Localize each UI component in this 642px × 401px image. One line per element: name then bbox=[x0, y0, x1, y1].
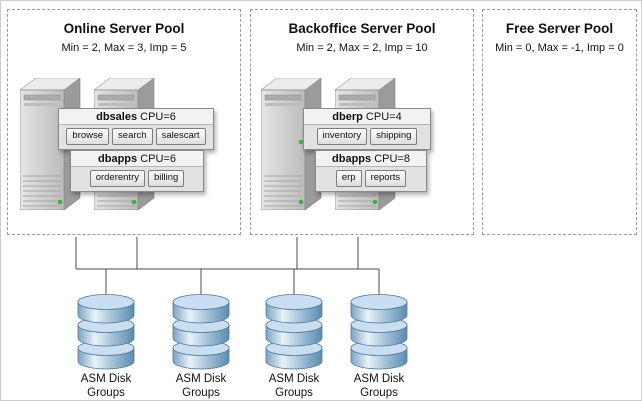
app-chip: browse bbox=[66, 128, 110, 145]
service-card-dbapps: dbapps CPU=8 erp reports bbox=[315, 150, 427, 192]
service-header: dbapps CPU=8 bbox=[316, 151, 426, 166]
app-chip: search bbox=[112, 128, 153, 145]
server-pool-free: Free Server Pool Min = 0, Max = -1, Imp … bbox=[482, 9, 637, 235]
service-header: dbsales CPU=6 bbox=[59, 109, 213, 124]
service-card-dbsales: dbsales CPU=6 browse search salescart bbox=[58, 108, 214, 150]
service-name: dberp bbox=[332, 111, 363, 123]
app-chip: erp bbox=[335, 170, 362, 187]
service-cpu: CPU=6 bbox=[140, 153, 176, 165]
disk-group-icon bbox=[265, 294, 323, 377]
connector-lines bbox=[75, 237, 380, 296]
disk-group-icon bbox=[77, 294, 135, 377]
service-cpu: CPU=4 bbox=[365, 111, 402, 123]
service-cpu: CPU=8 bbox=[374, 153, 410, 165]
disk-group-label: ASM Disk Groups bbox=[353, 373, 405, 399]
service-apps: erp reports bbox=[316, 166, 426, 191]
disk-group-label: ASM Disk Groups bbox=[175, 373, 227, 399]
pool-constraints: Min = 2, Max = 3, Imp = 5 bbox=[61, 42, 187, 54]
pool-title: Free Server Pool bbox=[505, 21, 614, 36]
service-header: dbapps CPU=6 bbox=[71, 151, 203, 166]
service-name: dbapps bbox=[98, 153, 138, 165]
app-chip: inventory bbox=[316, 128, 368, 145]
pool-constraints: Min = 2, Max = 2, Imp = 10 bbox=[296, 42, 428, 54]
service-name: dbsales bbox=[96, 111, 138, 123]
app-chip: billing bbox=[148, 170, 185, 187]
app-chip: reports bbox=[364, 170, 407, 187]
disk-group-label: ASM Disk Groups bbox=[268, 373, 320, 399]
service-apps: browse search salescart bbox=[59, 124, 213, 149]
pool-title: Backoffice Server Pool bbox=[288, 21, 436, 36]
disk-group-icon bbox=[172, 294, 230, 377]
server-pool-online: Online Server Pool Min = 2, Max = 3, Imp… bbox=[7, 9, 241, 235]
app-chip: shipping bbox=[370, 128, 418, 145]
disk-group-label: ASM Disk Groups bbox=[80, 373, 132, 399]
service-apps: orderentry billing bbox=[71, 166, 203, 191]
service-card-dberp: dberp CPU=4 inventory shipping bbox=[303, 108, 431, 150]
pool-title: Online Server Pool bbox=[63, 21, 185, 36]
service-apps: inventory shipping bbox=[304, 124, 430, 149]
service-name: dbapps bbox=[332, 153, 372, 165]
service-header: dberp CPU=4 bbox=[304, 109, 430, 124]
disk-group-icon bbox=[350, 294, 408, 377]
service-cpu: CPU=6 bbox=[140, 111, 176, 123]
app-chip: orderentry bbox=[89, 170, 145, 187]
service-card-dbapps: dbapps CPU=6 orderentry billing bbox=[70, 150, 204, 192]
pool-constraints: Min = 0, Max = -1, Imp = 0 bbox=[495, 42, 624, 54]
server-pool-backoffice: Backoffice Server Pool Min = 2, Max = 2,… bbox=[250, 9, 474, 235]
app-chip: salescart bbox=[155, 128, 206, 145]
